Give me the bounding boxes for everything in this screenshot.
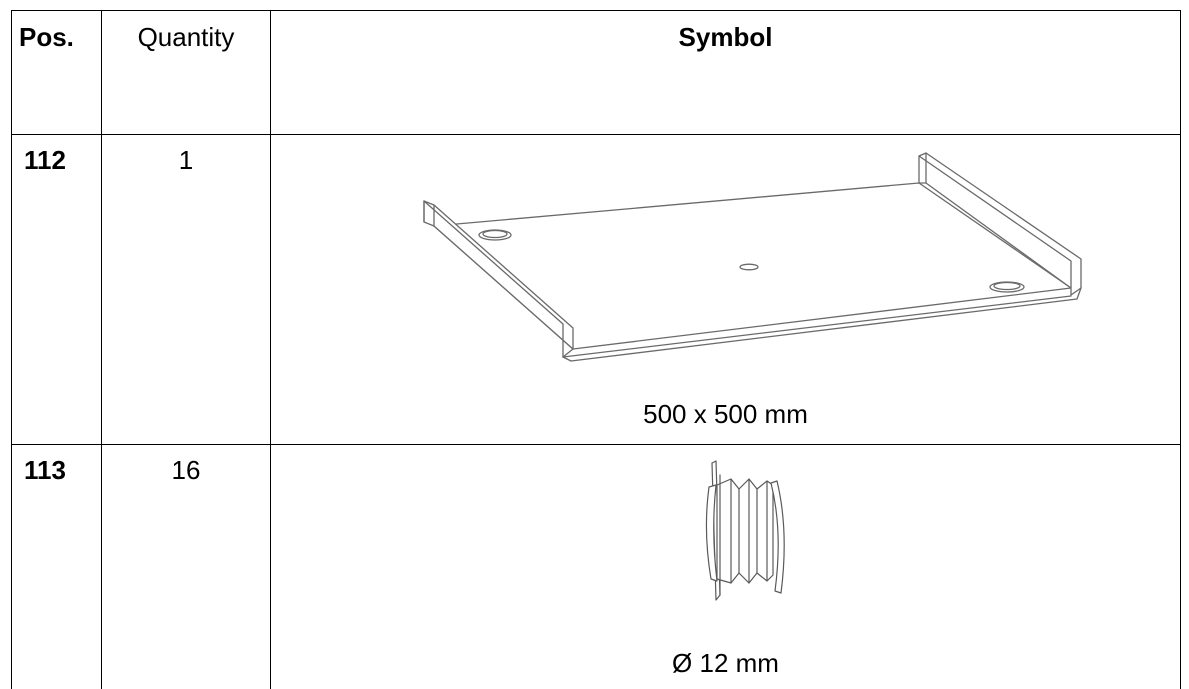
table-header-row: Pos. Quantity Symbol xyxy=(12,11,1181,135)
symbol-caption: Ø 12 mm xyxy=(271,648,1180,678)
symbol-cell: 500 x 500 mm xyxy=(271,135,1181,445)
pos-cell: 112 xyxy=(12,135,102,445)
grommet-icon xyxy=(271,445,1181,679)
base-plate-icon xyxy=(271,135,1181,434)
quantity-cell: 1 xyxy=(102,135,271,445)
header-symbol: Symbol xyxy=(271,11,1181,135)
symbol-caption: 500 x 500 mm xyxy=(271,399,1180,429)
table-row: 113 16 Ø 12 mm xyxy=(12,445,1181,689)
header-quantity: Quantity xyxy=(102,11,271,135)
header-pos: Pos. xyxy=(12,11,102,135)
symbol-cell: Ø 12 mm xyxy=(271,445,1181,689)
pos-cell: 113 xyxy=(12,445,102,689)
quantity-cell: 16 xyxy=(102,445,271,689)
table-row: 112 1 xyxy=(12,135,1181,445)
parts-table: Pos. Quantity Symbol 112 1 xyxy=(11,10,1181,689)
